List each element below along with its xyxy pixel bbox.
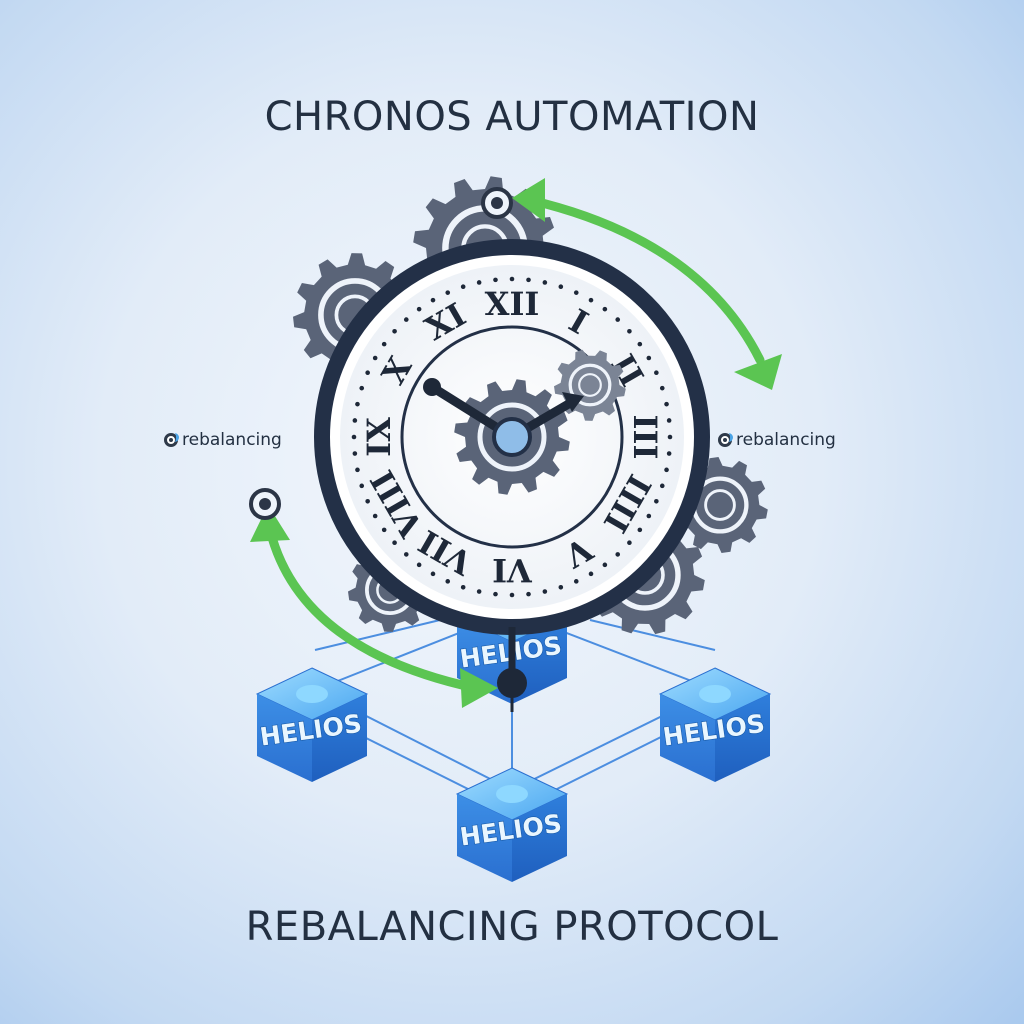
minute-dot: [460, 584, 466, 590]
minute-dot: [602, 562, 608, 568]
minute-dot: [359, 385, 365, 391]
helios-node: HELIOS: [658, 667, 772, 782]
minute-dot: [493, 591, 498, 597]
minute-dot: [430, 297, 436, 303]
minute-dot: [493, 277, 498, 283]
minute-dot: [352, 451, 358, 456]
minute-dot: [381, 341, 387, 347]
minute-dot: [558, 284, 564, 290]
minute-dot: [526, 277, 531, 283]
minute-dot: [351, 434, 357, 440]
node-cubes: HELIOS HELIOS HELIOS: [255, 667, 772, 882]
minute-dot: [615, 552, 621, 557]
diagram-subtitle: REBALANCING PROTOCOL: [245, 904, 779, 950]
minute-dot: [646, 513, 652, 519]
diagram-title: CHRONOS AUTOMATION: [264, 94, 760, 140]
minute-dot: [403, 552, 409, 557]
clock-numeral: VI: [492, 551, 533, 589]
minute-dot: [352, 418, 358, 423]
minute-dot: [659, 385, 665, 391]
minute-dot: [637, 527, 643, 533]
minute-dot: [588, 571, 594, 577]
clock-numeral: XII: [485, 285, 540, 323]
minute-dot: [666, 418, 672, 423]
minute-dot: [573, 579, 579, 584]
arrowhead-top-left: [512, 178, 545, 222]
arrowhead-bottom-up: [250, 505, 290, 542]
cycle-arrow-icon: [265, 525, 480, 693]
minute-dot: [573, 290, 579, 295]
minute-dot: [416, 306, 422, 312]
minute-dot: [509, 592, 515, 598]
minute-dot: [615, 317, 621, 322]
minute-dot: [381, 527, 387, 533]
clock-numeral: III: [626, 415, 664, 460]
sync-icon: [718, 433, 733, 447]
clock-inner-ring: [400, 325, 624, 549]
minute-dot: [355, 401, 360, 407]
arrowhead-bottom-right: [460, 668, 498, 708]
rebalancing-label-text: rebalancing: [736, 430, 836, 450]
minute-dot: [372, 355, 378, 361]
cycle-arrow-icon: [525, 195, 765, 365]
minute-dot: [526, 591, 531, 597]
minute-dot: [416, 562, 422, 568]
minute-dot: [430, 571, 436, 577]
helios-node: HELIOS: [255, 667, 369, 782]
minute-dot: [476, 589, 482, 594]
helios-node: HELIOS: [455, 767, 569, 882]
minute-dot: [392, 540, 397, 546]
minute-dot: [627, 540, 632, 546]
minute-dot: [445, 579, 451, 584]
minute-dot: [542, 589, 548, 594]
minute-dot: [627, 328, 632, 334]
minute-dot: [365, 370, 370, 376]
minute-dot: [403, 317, 409, 322]
minute-dot: [664, 401, 669, 407]
arrowhead-top-right: [734, 354, 782, 390]
minute-dot: [637, 341, 643, 347]
clock-center-cap: [492, 417, 532, 457]
minute-dot: [646, 355, 652, 361]
minute-dot: [359, 483, 365, 489]
minute-dot: [476, 280, 482, 285]
rebalancing-label-text: rebalancing: [182, 430, 282, 450]
rebalancing-label-right: rebalancing: [718, 430, 836, 450]
minute-dot: [460, 284, 466, 290]
minute-dot: [666, 451, 672, 456]
minute-dot: [659, 483, 665, 489]
minute-dot: [602, 306, 608, 312]
minute-dot: [445, 290, 451, 295]
minute-dot: [372, 513, 378, 519]
clock-numeral: IX: [360, 417, 398, 457]
sync-icon: [164, 433, 179, 447]
minute-dot: [558, 584, 564, 590]
minute-dot: [654, 498, 659, 504]
minute-dot: [588, 297, 594, 303]
minute-dot: [365, 498, 370, 504]
minute-dots: [351, 276, 673, 598]
minute-dot: [542, 280, 548, 285]
cycle-arrows: [250, 178, 782, 708]
minute-dot: [667, 434, 673, 440]
minute-dot: [509, 276, 515, 282]
minute-dot: [355, 467, 360, 473]
pendulum-bob: [497, 668, 527, 698]
target-icon: [481, 187, 513, 219]
rebalancing-label-left: rebalancing: [164, 430, 282, 450]
minute-dot: [654, 370, 659, 376]
minute-dot: [392, 328, 397, 334]
target-icon: [249, 488, 281, 520]
minute-dot: [664, 467, 669, 473]
